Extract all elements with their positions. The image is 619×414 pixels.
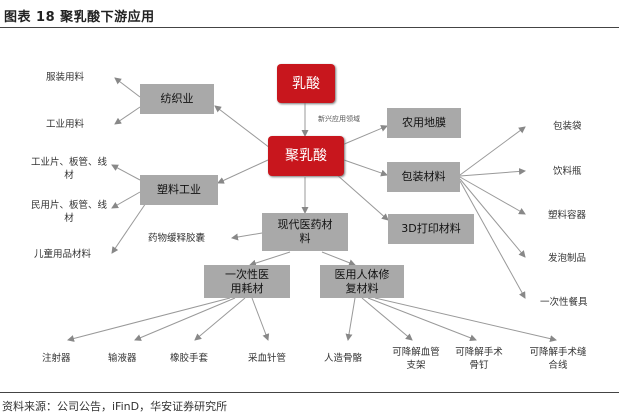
leaf-civil-sheet: 民用片、板管、线材: [30, 200, 107, 224]
leaf-industrial-sheet: 工业片、板管、线材: [30, 157, 107, 181]
figure-title: 图表 18 聚乳酸下游应用: [4, 10, 155, 25]
leaf-children-products: 儿童用品材料: [34, 249, 92, 260]
packaging-node: 包装材料: [387, 162, 460, 192]
leaf-infusion-set: 输液器: [108, 353, 137, 364]
leaf-plastic-container: 塑料容器: [548, 210, 587, 221]
lactic-acid-node: 乳酸: [277, 64, 335, 103]
leaf-artificial-bone: 人造骨骼: [324, 353, 363, 364]
agricultural-film-node: 农用地膜: [387, 108, 461, 138]
leaf-syringe: 注射器: [42, 353, 71, 364]
leaf-degradable-stent: 可降解血管支架: [392, 347, 440, 371]
leaf-beverage-bottle: 饮料瓶: [553, 166, 582, 177]
leaf-drug-capsule: 药物缓释胶囊: [148, 233, 206, 244]
source-note: 资料来源：公司公告，iFinD，华安证券研究所: [2, 400, 228, 413]
disposable-medical-node: 一次性医用耗材: [204, 265, 290, 298]
medical-material-node: 现代医药材料: [262, 213, 348, 251]
leaf-degradable-suture: 可降解手术缝合线: [529, 347, 587, 371]
polylactic-acid-node: 聚乳酸: [268, 136, 344, 176]
leaf-foam-products: 发泡制品: [548, 253, 587, 264]
textile-node: 纺织业: [140, 84, 214, 114]
leaf-rubber-gloves: 橡胶手套: [170, 353, 209, 364]
leaf-clothing: 服装用料: [46, 72, 85, 83]
leaf-blood-needle: 采血针管: [248, 353, 287, 364]
leaf-industrial-fabric: 工业用料: [46, 119, 85, 130]
leaf-degradable-bone-nail: 可降解手术骨钉: [455, 347, 503, 371]
3d-printing-node: 3D打印材料: [388, 214, 474, 244]
plastics-industry-node: 塑料工业: [140, 175, 218, 205]
tissue-repair-node: 医用人体修复材料: [320, 265, 404, 298]
emerging-field-label: 新兴应用领域: [318, 115, 360, 123]
source-rule: [0, 392, 619, 393]
leaf-packaging-bag: 包装袋: [553, 121, 582, 132]
title-rule: [0, 27, 619, 28]
leaf-disposable-tableware: 一次性餐具: [540, 297, 588, 308]
